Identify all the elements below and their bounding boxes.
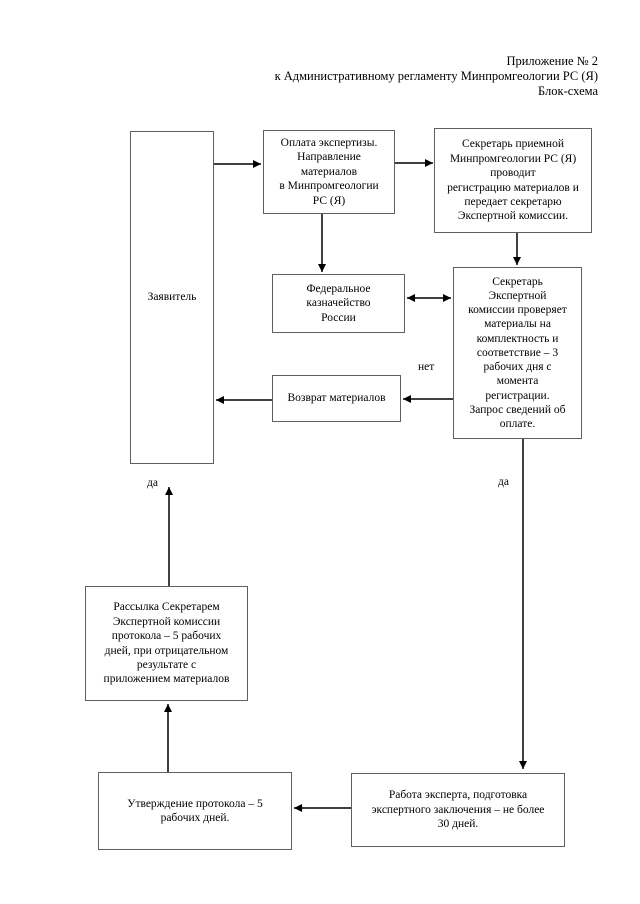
header-line-regulation: к Административному регламенту Минпромге… [274, 69, 598, 83]
box-rabota-eksperta: Работа эксперта, подготовка экспертного … [351, 773, 565, 847]
box-sekretar-priemnoj-label: Секретарь приемной Минпромгеологии РС (Я… [447, 138, 579, 223]
box-utverzhdenie-protokola: Утверждение протокола – 5 рабочих дней. [98, 772, 292, 850]
box-oplata-label: Оплата экспертизы. Направление материало… [279, 136, 379, 207]
box-utverzhdenie-label: Утверждение протокола – 5 рабочих дней. [127, 797, 263, 824]
box-zayavitel-label: Заявитель [147, 291, 197, 304]
box-rassylka-label: Рассылка Секретарем Экспертной комиссии … [103, 601, 230, 686]
document-header: Приложение № 2 к Административному регла… [275, 54, 598, 99]
box-vozvrat-materialov: Возврат материалов [272, 375, 401, 422]
box-sekretar-priemnoj: Секретарь приемной Минпромгеологии РС (Я… [434, 128, 592, 233]
box-sekretar-ekspertnoj: Секретарь Экспертной комиссии проверяет … [453, 267, 582, 439]
edge-label-net: нет [418, 361, 435, 373]
box-kaznachejstvo-label: Федеральное казначейство России [306, 282, 371, 324]
box-rabota-label: Работа эксперта, подготовка экспертного … [371, 789, 545, 831]
box-rassylka-protokola: Рассылка Секретарем Экспертной комиссии … [85, 586, 248, 701]
box-sekretar-ekspertnoj-label: Секретарь Экспертной комиссии проверяет … [468, 275, 567, 430]
header-line-appendix: Приложение № 2 [506, 54, 598, 68]
box-federalnoe-kaznachejstvo: Федеральное казначейство России [272, 274, 405, 333]
box-vozvrat-label: Возврат материалов [287, 392, 386, 405]
box-oplata-ekspertizy: Оплата экспертизы. Направление материало… [263, 130, 395, 214]
edge-label-da-left: да [147, 477, 158, 489]
header-line-title: Блок-схема [538, 84, 598, 98]
edge-label-da-right: да [498, 476, 509, 488]
box-zayavitel: Заявитель [130, 131, 214, 464]
